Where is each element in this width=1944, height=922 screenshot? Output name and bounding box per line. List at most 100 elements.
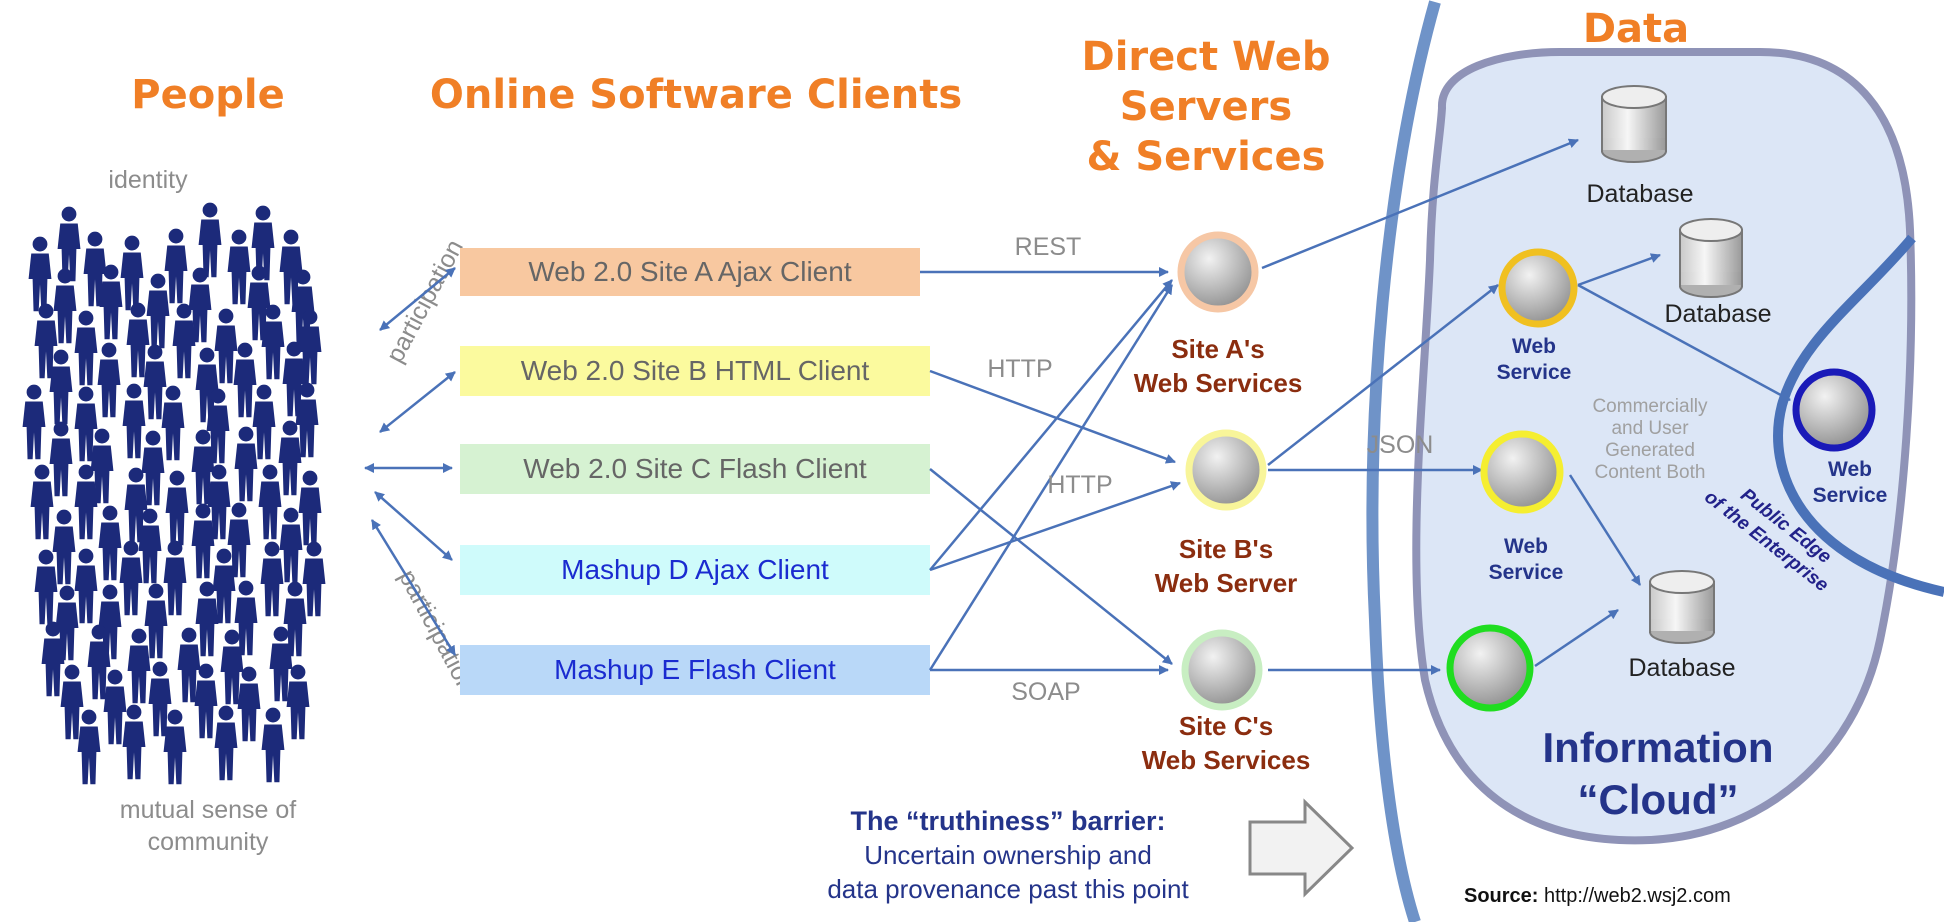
server-a-label-line1: Site A's xyxy=(1171,334,1264,364)
person-icon xyxy=(234,426,258,502)
person-icon xyxy=(227,229,251,305)
person-icon xyxy=(172,303,196,379)
person-icon xyxy=(161,385,185,461)
client-box-b-bg xyxy=(460,346,930,396)
web-service-3-label-line2: Service xyxy=(1813,484,1888,507)
source-url[interactable]: http://web2.wsj2.com xyxy=(1544,885,1731,907)
person-icon xyxy=(122,704,146,780)
server-node-icon[interactable] xyxy=(1446,624,1534,712)
server-node-icon[interactable] xyxy=(1185,429,1267,511)
person-icon xyxy=(258,464,282,540)
person-icon xyxy=(122,383,146,459)
person-icon xyxy=(233,342,257,418)
person-icon xyxy=(191,503,215,579)
client-box-c-label: Web 2.0 Site C Flash Client xyxy=(523,453,867,484)
participation-label-top: participation xyxy=(381,235,469,367)
protocol-json: JSON xyxy=(1367,431,1434,459)
arrow-right-icon xyxy=(1248,798,1355,898)
database-3-label: Database xyxy=(1628,654,1735,682)
person-icon xyxy=(49,349,73,425)
client-box-a-label: Web 2.0 Site A Ajax Client xyxy=(528,256,851,287)
server-c-label-line1: Site C's xyxy=(1179,711,1273,741)
person-icon xyxy=(286,664,310,740)
person-icon xyxy=(195,581,219,657)
person-icon xyxy=(77,709,101,785)
person-icon xyxy=(60,664,84,740)
database-icon[interactable] xyxy=(1649,570,1715,644)
client-box-d[interactable]: Mashup D Ajax Client xyxy=(460,545,930,595)
person-icon xyxy=(163,709,187,785)
client-box-d-bg xyxy=(460,545,930,595)
protocol-http-2: HTTP xyxy=(1047,471,1112,499)
person-icon xyxy=(74,310,98,386)
server-node-icon[interactable] xyxy=(1498,248,1578,328)
client-box-d-label: Mashup D Ajax Client xyxy=(561,554,829,585)
person-icon xyxy=(214,308,238,384)
person-icon xyxy=(28,236,52,312)
person-icon xyxy=(234,580,258,656)
barrier-note-line2: Uncertain ownership and xyxy=(864,840,1152,870)
server-b-label-line1: Site B's xyxy=(1179,534,1273,564)
person-icon xyxy=(119,540,143,616)
barrier-note-line1: The “truthiness” barrier: xyxy=(850,806,1165,836)
person-icon xyxy=(146,273,170,349)
person-icon xyxy=(194,663,218,739)
client-box-b-label: Web 2.0 Site B HTML Client xyxy=(521,355,870,386)
server-b-label-line2: Web Server xyxy=(1155,568,1298,598)
commercial-content-line1: Commercially xyxy=(1592,396,1708,417)
cloud-arrows xyxy=(1261,138,1791,675)
person-icon xyxy=(143,344,167,420)
header-people: People xyxy=(131,72,284,118)
server-c-label-line2: Web Services xyxy=(1142,745,1311,775)
commercial-content-line3: Generated xyxy=(1605,440,1695,461)
person-icon xyxy=(278,420,302,496)
person-icon xyxy=(127,628,151,704)
person-icon xyxy=(74,464,98,540)
database-icon[interactable] xyxy=(1601,85,1667,163)
client-box-a[interactable]: Web 2.0 Site A Ajax Client xyxy=(460,248,920,296)
header-direct-web-servers-line2: Servers xyxy=(1120,84,1292,130)
client-box-c[interactable]: Web 2.0 Site C Flash Client xyxy=(460,444,930,494)
person-icon xyxy=(144,583,168,659)
web-service-3-label-line1: Web xyxy=(1828,458,1872,481)
person-icon xyxy=(34,549,58,625)
people-client-arrows xyxy=(364,267,457,656)
identity-label: identity xyxy=(108,166,188,194)
server-a-label-line2: Web Services xyxy=(1134,368,1303,398)
server-node-icon[interactable] xyxy=(1792,368,1876,452)
commercial-content-line2: and User xyxy=(1611,418,1689,439)
information-cloud-title-line1: Information xyxy=(1543,724,1774,771)
person-icon xyxy=(279,507,303,583)
database-icon[interactable] xyxy=(1679,218,1743,298)
barrier-note-line3: data provenance past this point xyxy=(827,874,1189,904)
header-data: Data xyxy=(1583,6,1689,52)
server-node-icon[interactable] xyxy=(1181,629,1263,711)
client-server-arrows xyxy=(920,267,1181,675)
server-node-icon[interactable] xyxy=(1480,430,1564,514)
person-icon xyxy=(261,707,285,783)
person-icon xyxy=(103,669,127,745)
client-box-e-label: Mashup E Flash Client xyxy=(554,654,836,685)
person-icon xyxy=(214,705,238,781)
client-box-b[interactable]: Web 2.0 Site B HTML Client xyxy=(460,346,930,396)
community-label-line2: community xyxy=(148,828,269,856)
header-online-software-clients: Online Software Clients xyxy=(430,72,962,118)
database-1-label: Database xyxy=(1586,180,1693,208)
client-box-c-bg xyxy=(460,444,930,494)
web-service-2-label-line1: Web xyxy=(1504,535,1548,558)
person-icon xyxy=(22,384,46,460)
person-icon xyxy=(164,228,188,304)
protocol-rest: REST xyxy=(1015,233,1082,261)
person-icon xyxy=(74,548,98,624)
protocol-soap: SOAP xyxy=(1011,678,1080,706)
person-icon xyxy=(148,661,172,737)
web-service-2-label-line2: Service xyxy=(1489,561,1564,584)
enterprise-edge-line xyxy=(1773,234,1944,597)
information-cloud-title-line2: “Cloud” xyxy=(1578,776,1739,823)
person-icon xyxy=(302,541,326,617)
server-node-icon[interactable] xyxy=(1177,231,1259,313)
header-direct-web-servers-line3: & Services xyxy=(1087,134,1326,180)
client-box-e[interactable]: Mashup E Flash Client xyxy=(460,645,930,695)
web-service-1-label-line1: Web xyxy=(1512,335,1556,358)
